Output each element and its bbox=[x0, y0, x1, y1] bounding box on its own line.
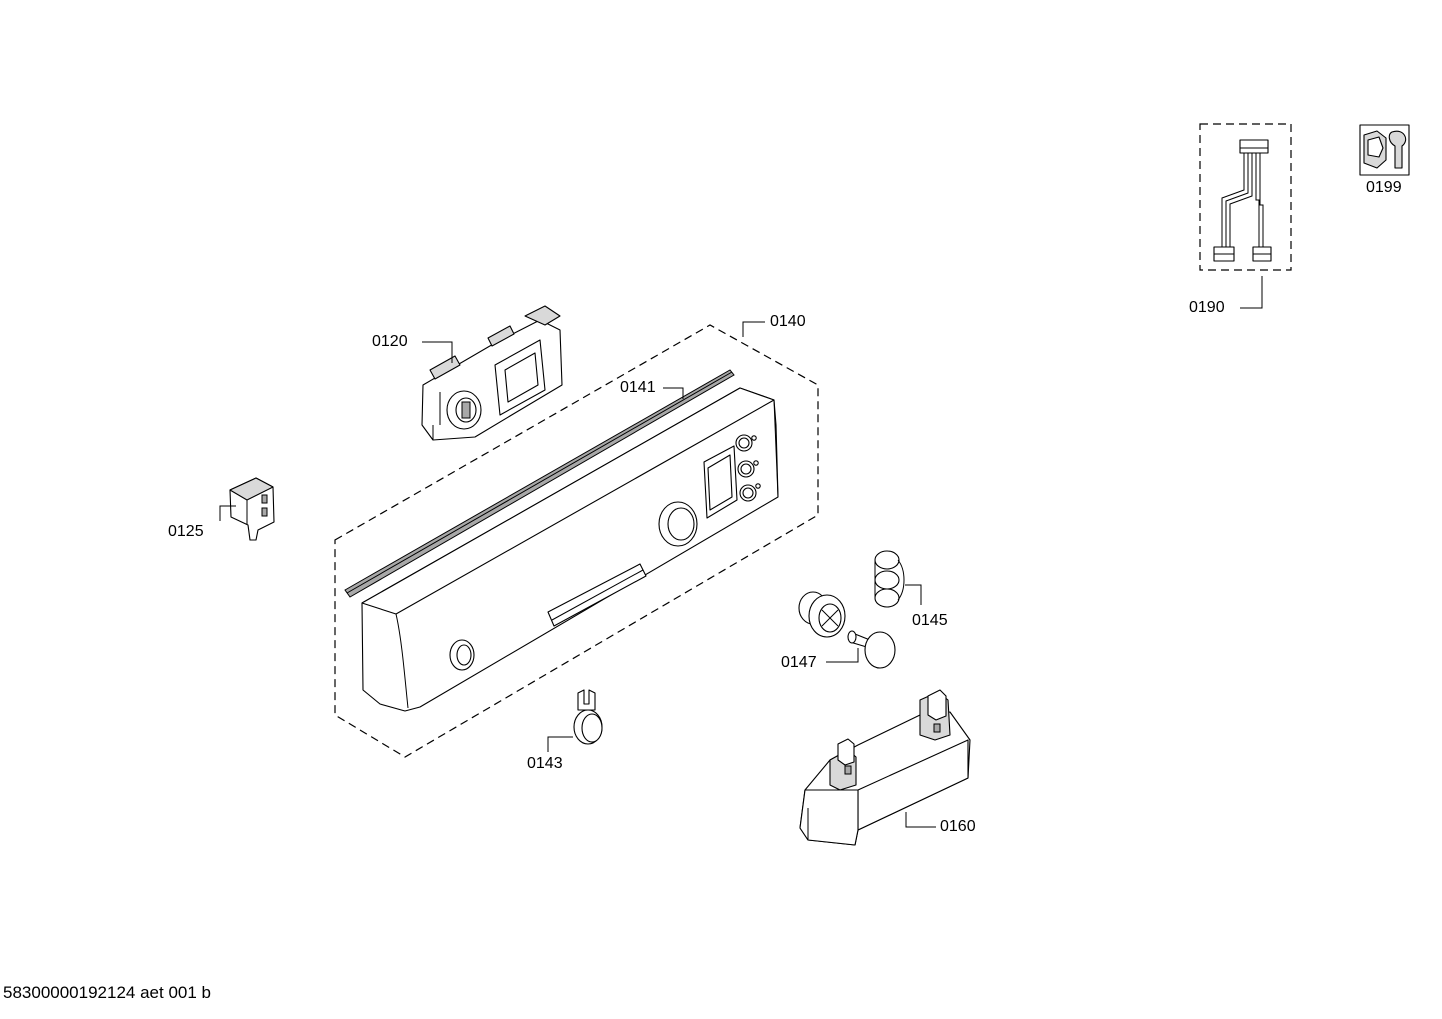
leader-0145 bbox=[905, 584, 922, 605]
label-0147: 0147 bbox=[781, 654, 817, 671]
leader-0160 bbox=[905, 812, 936, 828]
part-0141-trim-strip bbox=[344, 369, 735, 598]
label-0160: 0160 bbox=[940, 818, 976, 835]
part-0147-knob bbox=[798, 591, 896, 669]
label-0190: 0190 bbox=[1189, 299, 1225, 316]
label-0143: 0143 bbox=[527, 755, 563, 772]
leader-0147 bbox=[826, 648, 859, 663]
part-0160-cover bbox=[799, 689, 971, 846]
leader-0143 bbox=[547, 736, 573, 752]
label-0140: 0140 bbox=[770, 313, 806, 330]
leader-0120 bbox=[422, 341, 453, 363]
leader-0141 bbox=[663, 387, 684, 399]
assembly-0190-boundary bbox=[1199, 123, 1292, 271]
label-0120: 0120 bbox=[372, 333, 408, 350]
part-0190-cable-harness bbox=[1213, 139, 1272, 262]
label-0125: 0125 bbox=[168, 523, 204, 540]
part-0145-button-set bbox=[874, 550, 905, 608]
leader-0190 bbox=[1240, 276, 1263, 309]
part-control-panel-fascia bbox=[361, 387, 779, 712]
label-0141: 0141 bbox=[620, 379, 656, 396]
assembly-0140-boundary bbox=[334, 324, 819, 758]
label-0199: 0199 bbox=[1366, 179, 1402, 196]
label-0145: 0145 bbox=[912, 612, 948, 629]
part-0125-bracket bbox=[229, 477, 275, 541]
part-0199-tool-icon bbox=[1359, 124, 1410, 176]
drawing-reference-number: 58300000192124 aet 001 b bbox=[3, 983, 211, 1002]
leader-0125 bbox=[219, 505, 236, 521]
leader-0140 bbox=[742, 321, 765, 337]
part-0143-button bbox=[573, 689, 603, 745]
part-0120-electronic-module bbox=[421, 305, 563, 441]
